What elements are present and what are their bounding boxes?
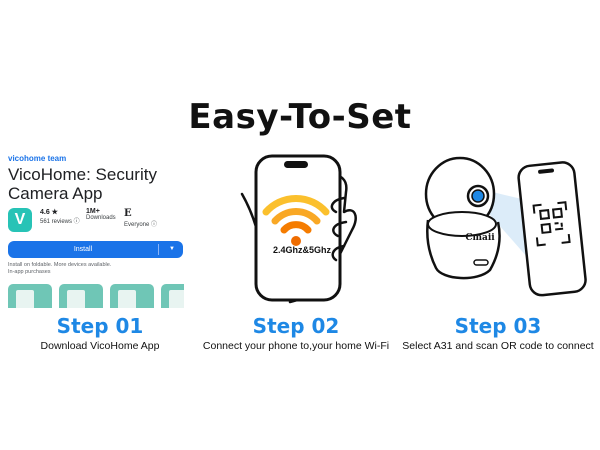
screenshot-strip: [8, 284, 184, 308]
reviews-count: 561 reviews ⓘ: [40, 219, 80, 225]
age-rating-label: Everyone ⓘ: [124, 222, 158, 228]
step-01-title: Step 01: [56, 314, 144, 338]
install-divider: [158, 244, 159, 255]
chevron-down-icon[interactable]: ▼: [169, 246, 175, 252]
downloads-label: Downloads: [86, 215, 116, 221]
app-screenshot[interactable]: [59, 284, 103, 308]
app-name: VicoHome: Security Camera App: [8, 165, 157, 203]
downloads-stat: 1M+ Downloads: [86, 208, 116, 221]
developer-name[interactable]: vicohome team: [8, 154, 67, 163]
age-rating-stat: E Everyone ⓘ: [124, 208, 157, 228]
camera-brand-label: Cmaii: [465, 233, 495, 243]
app-screenshot[interactable]: [8, 284, 52, 308]
rating-value: 4.6 ★: [40, 209, 58, 216]
install-note-line2: In-app purchases: [8, 269, 51, 275]
install-button[interactable]: Install ▼: [8, 241, 183, 258]
step-02-desc: Connect your phone to,your home Wi-Fi: [202, 340, 390, 352]
security-camera-icon: [424, 156, 501, 280]
camera-and-phone-illustration: [424, 156, 587, 297]
page-title: Easy-To-Set: [188, 97, 412, 137]
app-screenshot[interactable]: [161, 284, 184, 308]
step-02-title: Step 02: [252, 314, 340, 338]
app-icon: V: [8, 208, 32, 232]
qr-code-icon: [532, 201, 571, 247]
app-store-listing: vicohome team VicoHome: Security Camera …: [8, 148, 184, 308]
step-01-desc: Download VicoHome App: [40, 340, 160, 352]
wifi-icon: [262, 195, 330, 234]
wifi-band-label: 2.4Ghz&5Ghz: [272, 245, 331, 255]
step-03-desc: Select A31 and scan OR code to connect: [402, 340, 594, 352]
age-rating-icon: E: [124, 208, 132, 219]
rating-stat: 4.6 ★ 561 reviews ⓘ: [40, 208, 80, 225]
install-note: Install on foldable. More devices availa…: [8, 262, 184, 276]
downloads-value: 1M+: [86, 208, 100, 215]
step-03-title: Step 03: [454, 314, 542, 338]
app-screenshot[interactable]: [110, 284, 154, 308]
install-note-line1: Install on foldable. More devices availa…: [8, 262, 112, 268]
hand-holding-phone-icon: [240, 154, 357, 304]
install-label: Install: [73, 246, 93, 253]
